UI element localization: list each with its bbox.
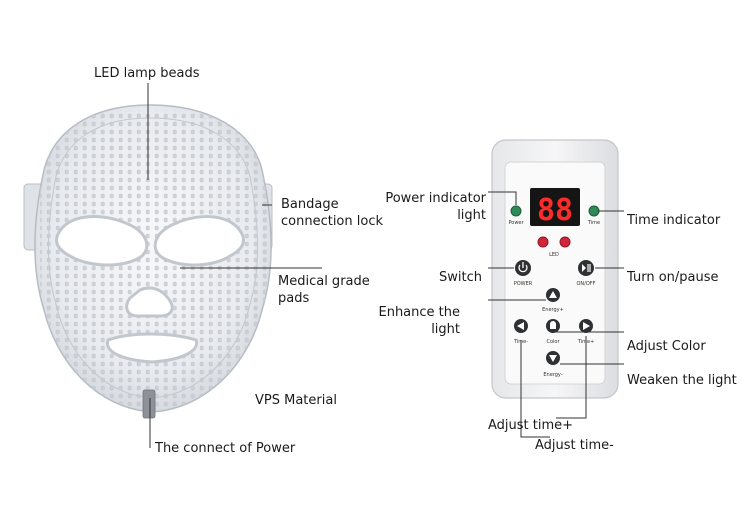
- nose-hole: [125, 286, 174, 318]
- label-adjust-time-minus: Adjust time-: [535, 438, 614, 453]
- time-indicator-light: [588, 205, 600, 217]
- power-button-label: POWER: [514, 281, 533, 287]
- energy-plus-label: Energy+: [542, 307, 564, 313]
- label-time-indicator: Time indicator: [627, 213, 721, 228]
- left-arrow-icon: [517, 322, 524, 330]
- power-indicator-light: [510, 205, 522, 217]
- led-mask: [23, 104, 273, 419]
- controller-device: 88 Power Time LED POWER ON/OFF En: [491, 139, 619, 399]
- down-arrow-icon: [549, 355, 557, 362]
- left-eye-hole: [55, 215, 149, 267]
- label-enhance-light-line2: light: [431, 322, 460, 337]
- color-button[interactable]: [546, 319, 560, 333]
- right-eye-hole: [153, 215, 245, 267]
- power-button[interactable]: [515, 260, 531, 276]
- label-medical-pads-line1: Medical grade: [278, 274, 370, 289]
- label-medical-pads-line2: pads: [278, 291, 310, 306]
- label-led-lamp-beads: LED lamp beads: [94, 66, 200, 81]
- label-enhance-light-line1: Enhance the: [378, 305, 460, 320]
- on-off-button[interactable]: [578, 260, 594, 276]
- power-small-label: Power: [508, 220, 524, 226]
- label-adjust-time-plus: Adjust time+: [488, 418, 574, 433]
- mask-leader-lines: [147, 83, 322, 448]
- label-bandage-lock-line1: Bandage: [281, 197, 339, 212]
- time-display: [530, 188, 580, 226]
- label-power-indicator-line2: light: [457, 208, 486, 223]
- label-switch: Switch: [439, 270, 482, 285]
- led-red-left: [537, 236, 549, 248]
- label-weaken-light: Weaken the light: [627, 373, 737, 388]
- led-red-right: [559, 236, 571, 248]
- label-adjust-color: Adjust Color: [627, 339, 706, 354]
- energy-minus-label: Energy-: [543, 372, 562, 378]
- up-arrow-icon: [549, 291, 557, 298]
- energy-up-button[interactable]: [546, 288, 560, 302]
- power-connector: [142, 389, 156, 419]
- label-power-connect: The connect of Power: [155, 441, 296, 456]
- label-vps-material: VPS Material: [255, 393, 337, 408]
- controller-leader-lines: [488, 191, 624, 438]
- on-off-button-label: ON/OFF: [576, 281, 595, 287]
- energy-down-button[interactable]: [546, 351, 560, 365]
- power-icon: [518, 264, 528, 273]
- time-plus-button[interactable]: [579, 319, 593, 333]
- right-arrow-icon: [583, 322, 590, 330]
- play-pause-icon: [582, 264, 586, 272]
- label-bandage-lock-line2: connection lock: [281, 214, 384, 229]
- color-label: Color: [546, 339, 560, 345]
- time-display-digits: 88: [537, 193, 573, 228]
- led-small-label: LED: [549, 252, 559, 258]
- time-minus-button[interactable]: [514, 319, 528, 333]
- mouth-hole: [106, 332, 199, 364]
- time-small-label: Time: [587, 220, 600, 226]
- bulb-icon: [550, 321, 556, 329]
- label-power-indicator-line1: Power indicator: [385, 191, 486, 206]
- label-turn-on-pause: Turn on/pause: [627, 270, 719, 285]
